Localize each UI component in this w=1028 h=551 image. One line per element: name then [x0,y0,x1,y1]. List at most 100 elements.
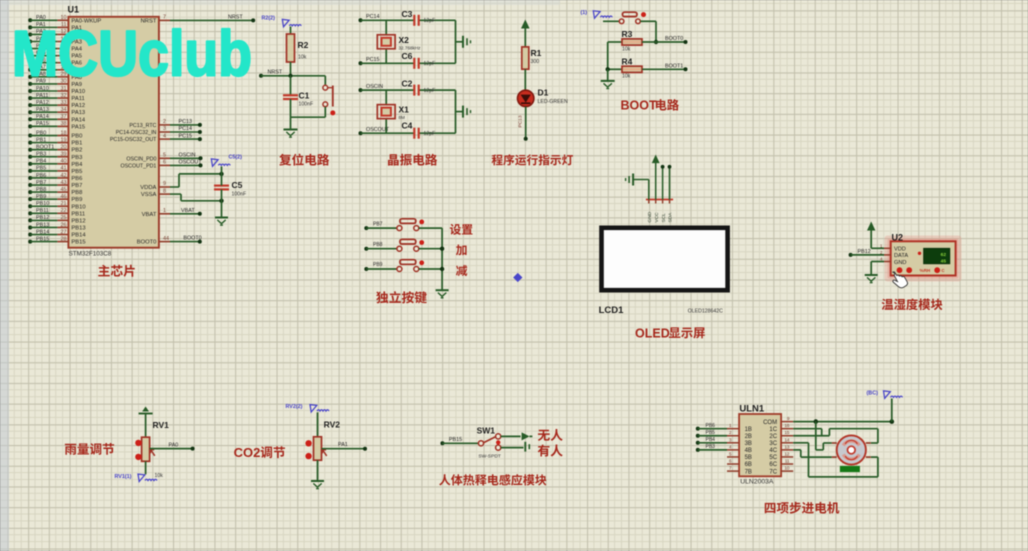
svg-text:12pF: 12pF [424,88,436,94]
svg-text:32.768kHz: 32.768kHz [399,45,422,50]
svg-text:46: 46 [61,194,67,200]
svg-text:D1: D1 [538,88,549,98]
svg-text:PB15: PB15 [71,240,85,246]
svg-text:C5(2): C5(2) [229,155,243,161]
svg-text:34: 34 [61,107,67,113]
svg-text:PB1: PB1 [36,137,46,143]
svg-text:PA6: PA6 [71,61,82,67]
svg-text:4: 4 [163,133,166,139]
svg-text:30: 30 [61,79,67,85]
svg-text:R2(2): R2(2) [262,16,276,22]
svg-text:OSCIN_PD0: OSCIN_PD0 [126,156,156,162]
svg-text:OLED128642C: OLED128642C [688,309,723,315]
svg-text:PB4: PB4 [71,162,83,168]
svg-text:10: 10 [61,15,67,21]
svg-text:PB12: PB12 [858,249,871,255]
svg-text:PB15: PB15 [36,236,49,242]
svg-text:32: 32 [61,93,67,99]
svg-text:PA15: PA15 [36,121,49,127]
svg-text:PA4: PA4 [71,47,82,53]
svg-text:RV1(1): RV1(1) [115,474,132,480]
svg-text:PB10: PB10 [36,201,49,207]
svg-text:11: 11 [785,459,790,464]
svg-text:PA3: PA3 [71,40,82,46]
svg-text:PA1: PA1 [338,442,348,448]
svg-text:PC14-OSC32_IN: PC14-OSC32_IN [116,130,157,136]
svg-text:PA2: PA2 [36,29,46,35]
svg-text:12pF: 12pF [424,61,436,67]
svg-text:5: 5 [163,153,166,159]
svg-text:13: 13 [784,444,790,449]
svg-text:31: 31 [61,86,67,92]
svg-text:5C: 5C [769,455,777,461]
svg-text:12: 12 [61,29,67,35]
svg-text:22: 22 [61,208,67,214]
svg-text:6: 6 [163,160,166,166]
svg-text:PA2: PA2 [71,32,82,38]
svg-text:U2: U2 [892,232,904,242]
svg-text:1: 1 [880,243,883,248]
svg-text:PB8: PB8 [71,190,82,196]
svg-text:7B: 7B [745,469,752,475]
svg-text:ULN1: ULN1 [739,404,765,415]
svg-text:44: 44 [163,236,169,242]
svg-text:PB11: PB11 [36,208,49,214]
svg-text:19: 19 [61,137,67,143]
svg-text:PB9: PB9 [373,262,383,268]
svg-text:PA8: PA8 [71,75,82,81]
svg-text:PB0: PB0 [36,130,46,136]
svg-text:(1): (1) [581,10,588,16]
svg-text:C3: C3 [402,9,413,19]
svg-text:16: 16 [784,423,790,428]
svg-text:14: 14 [61,43,67,49]
svg-text:PA12: PA12 [36,100,49,106]
svg-text:RV1: RV1 [153,420,170,430]
svg-text:43: 43 [61,180,67,186]
svg-text:PA0: PA0 [36,15,46,21]
svg-text:4C: 4C [769,448,777,454]
svg-text:1: 1 [729,423,732,428]
svg-text:PB4: PB4 [36,159,46,165]
svg-text:PB14: PB14 [36,229,49,235]
svg-text:12pF: 12pF [424,18,436,24]
svg-text:PA1: PA1 [36,22,46,28]
svg-text:R1: R1 [531,48,542,58]
svg-text:17: 17 [61,65,67,71]
svg-text:C2: C2 [402,79,413,89]
svg-text:PA9: PA9 [71,82,82,88]
svg-text:ULN2003A: ULN2003A [740,479,774,486]
svg-text:3: 3 [163,126,166,132]
svg-text:15: 15 [784,430,790,435]
svg-text:PC13_RTC: PC13_RTC [129,123,156,129]
svg-text:OLED: OLED [635,326,670,340]
svg-text:PB9: PB9 [71,197,82,203]
svg-text:X2: X2 [399,35,410,45]
svg-text:3: 3 [729,437,732,442]
svg-text:2B: 2B [745,434,752,440]
svg-text:PB0: PB0 [71,134,82,140]
svg-text:R4: R4 [622,56,633,66]
svg-text:PB3: PB3 [706,444,716,450]
svg-text:NRST: NRST [141,18,157,24]
svg-text:PC13: PC13 [518,115,524,127]
svg-text:X1: X1 [399,105,410,115]
svg-text:100nF: 100nF [232,192,247,198]
svg-text:13: 13 [61,36,67,42]
svg-text:C5: C5 [232,180,243,190]
svg-text:MCUclub: MCUclub [12,18,252,90]
svg-text:R3: R3 [622,29,633,39]
svg-text:100nF: 100nF [299,102,314,108]
svg-text:VBAT: VBAT [181,208,195,214]
svg-text:PA10: PA10 [36,86,49,92]
svg-text:PB2: PB2 [71,148,82,154]
svg-text:10k: 10k [622,46,631,52]
svg-text:OSCOUT: OSCOUT [179,160,203,166]
svg-text:PB12: PB12 [36,215,49,221]
svg-text:PB6: PB6 [706,423,716,429]
svg-text:7: 7 [729,466,732,471]
svg-text:45: 45 [61,187,67,193]
svg-text:12pF: 12pF [424,131,436,137]
svg-text:41: 41 [61,166,67,172]
svg-text:VBAT: VBAT [142,212,157,218]
svg-text:NRST: NRST [228,14,243,20]
